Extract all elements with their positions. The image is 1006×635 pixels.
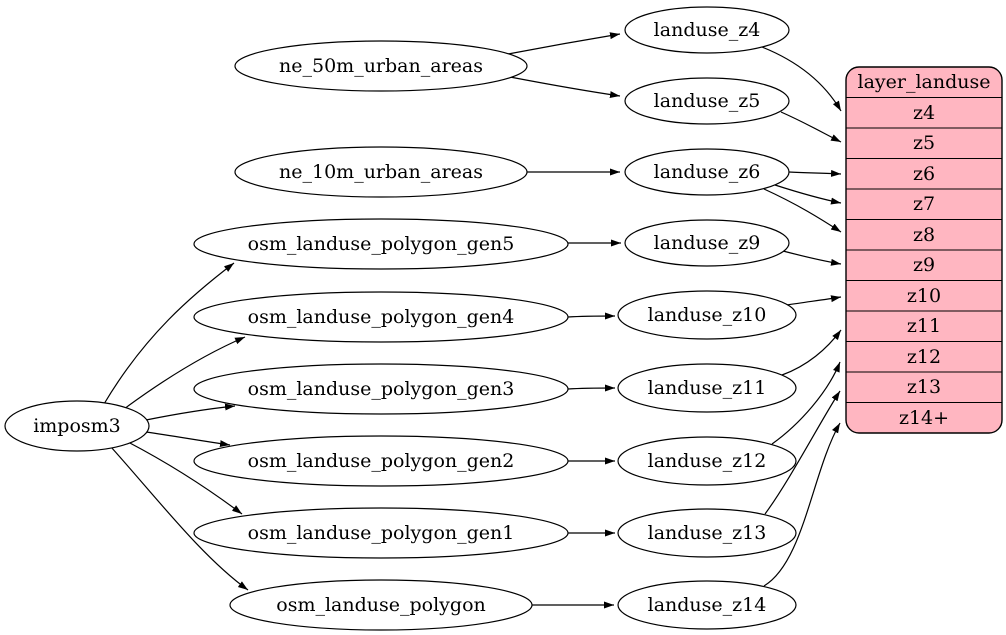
node-landuse_z12: landuse_z12	[617, 436, 797, 486]
node-landuse_z13-shape	[617, 508, 797, 558]
node-imposm3-shape	[4, 400, 150, 452]
table-row-z12: z12	[907, 346, 941, 368]
node-landuse_z11-shape	[617, 363, 797, 413]
layer_landuse-title: layer_landuse	[858, 71, 991, 93]
node-landuse_z9-shape	[624, 219, 790, 267]
node-landuse_z14: landuse_z14	[617, 580, 797, 630]
edge-landuse_z10-row_z10	[786, 295, 842, 306]
node-landuse_z10-label: landuse_z10	[648, 304, 767, 326]
edge-landuse_z4-row_z4	[761, 46, 842, 112]
node-osm_landuse_polygon_gen3: osm_landuse_polygon_gen3	[193, 363, 569, 415]
node-landuse_z4: landuse_z4	[624, 6, 790, 54]
edge-landuse_z9-row_z9	[782, 250, 842, 266]
table-row-z7: z7	[913, 193, 935, 215]
node-landuse_z5-shape	[624, 77, 790, 125]
table-row-z10: z10	[907, 285, 941, 307]
edges-layer	[103, 32, 842, 609]
node-ne_50m_urban_areas: ne_50m_urban_areas	[234, 40, 528, 92]
node-landuse_z14-shape	[617, 580, 797, 630]
node-osm_landuse_polygon_gen3-shape	[193, 363, 569, 415]
edge-imposm3-osm_landuse_polygon_gen5	[103, 262, 235, 405]
edge-imposm3-osm_landuse_polygon	[110, 446, 249, 591]
node-osm_landuse_polygon_gen1: osm_landuse_polygon_gen1	[193, 507, 569, 559]
table-row-z6: z6	[913, 163, 935, 185]
table-row-z11: z11	[907, 315, 941, 337]
node-landuse_z6-label: landuse_z6	[654, 161, 761, 183]
node-osm_landuse_polygon-label: osm_landuse_polygon	[276, 594, 486, 616]
edge-landuse_z12-row_z12	[771, 361, 841, 445]
node-landuse_z9: landuse_z9	[624, 219, 790, 267]
node-landuse_z13: landuse_z13	[617, 508, 797, 558]
node-osm_landuse_polygon_gen1-label: osm_landuse_polygon_gen1	[248, 522, 515, 544]
edge-ne_50m_urban_areas-landuse_z4	[507, 32, 621, 55]
table-row-z9: z9	[913, 254, 935, 276]
edge-osm_landuse_polygon_gen4-landuse_z10	[567, 312, 616, 320]
node-landuse_z10: landuse_z10	[617, 290, 797, 340]
node-landuse_z4-label: landuse_z4	[654, 19, 761, 41]
edge-imposm3-osm_landuse_polygon_gen3	[145, 403, 236, 421]
node-landuse_z4-shape	[624, 6, 790, 54]
edge-landuse_z14-row_z14plus	[763, 422, 841, 587]
node-ne_10m_urban_areas: ne_10m_urban_areas	[234, 146, 528, 198]
node-osm_landuse_polygon-shape	[229, 579, 533, 631]
edge-imposm3-osm_landuse_polygon_gen1	[127, 441, 243, 515]
node-landuse_z13-label: landuse_z13	[648, 522, 767, 544]
node-osm_landuse_polygon_gen5-label: osm_landuse_polygon_gen5	[248, 233, 515, 255]
node-landuse_z14-label: landuse_z14	[648, 594, 767, 616]
node-ne_50m_urban_areas-label: ne_50m_urban_areas	[279, 55, 483, 77]
edge-landuse_z6-row_z8	[763, 188, 842, 233]
node-ne_50m_urban_areas-shape	[234, 40, 528, 92]
edge-landuse_z11-row_z11	[781, 329, 842, 376]
edge-landuse_z6-row_z6	[788, 169, 842, 177]
edge-landuse_z6-row_z7	[774, 184, 842, 205]
edge-ne_50m_urban_areas-landuse_z5	[509, 76, 621, 99]
table-row-z5: z5	[913, 132, 935, 154]
node-osm_landuse_polygon_gen4-label: osm_landuse_polygon_gen4	[248, 306, 515, 328]
node-osm_landuse_polygon: osm_landuse_polygon	[229, 579, 533, 631]
node-osm_landuse_polygon_gen2-shape	[193, 435, 569, 487]
node-osm_landuse_polygon_gen4-shape	[193, 291, 569, 343]
node-layer_landuse-table: layer_landuse z4 z5 z6 z7 z8 z9 z10 z11 …	[845, 66, 1003, 434]
node-osm_landuse_polygon_gen1-shape	[193, 507, 569, 559]
edge-landuse_z13-row_z13	[764, 390, 841, 515]
node-osm_landuse_polygon_gen5-shape	[193, 218, 569, 270]
node-landuse_z11: landuse_z11	[617, 363, 797, 413]
node-landuse_z6-shape	[624, 148, 790, 196]
node-ne_10m_urban_areas-label: ne_10m_urban_areas	[279, 161, 483, 183]
node-landuse_z12-label: landuse_z12	[648, 450, 767, 472]
table-row-z8: z8	[913, 224, 935, 246]
node-osm_landuse_polygon_gen3-label: osm_landuse_polygon_gen3	[248, 378, 515, 400]
node-osm_landuse_polygon_gen2-label: osm_landuse_polygon_gen2	[248, 450, 515, 472]
node-landuse_z10-shape	[617, 290, 797, 340]
node-landuse_z9-label: landuse_z9	[654, 232, 761, 254]
node-landuse_z11-label: landuse_z11	[648, 377, 767, 399]
node-ne_10m_urban_areas-shape	[234, 146, 528, 198]
edge-imposm3-osm_landuse_polygon_gen4	[123, 336, 246, 410]
edge-landuse_z5-row_z5	[780, 111, 842, 143]
node-landuse_z6: landuse_z6	[624, 148, 790, 196]
node-imposm3-label: imposm3	[33, 415, 121, 437]
node-imposm3: imposm3	[4, 400, 150, 452]
node-osm_landuse_polygon_gen2: osm_landuse_polygon_gen2	[193, 435, 569, 487]
node-landuse_z5: landuse_z5	[624, 77, 790, 125]
edge-osm_landuse_polygon_gen3-landuse_z11	[567, 384, 616, 392]
edge-imposm3-osm_landuse_polygon_gen2	[145, 431, 231, 448]
node-landuse_z5-label: landuse_z5	[654, 90, 761, 112]
table-row-z4: z4	[913, 102, 935, 124]
table-row-z13: z13	[907, 376, 941, 398]
table-row-z14plus: z14+	[899, 407, 949, 429]
node-osm_landuse_polygon_gen4: osm_landuse_polygon_gen4	[193, 291, 569, 343]
node-osm_landuse_polygon_gen5: osm_landuse_polygon_gen5	[193, 218, 569, 270]
node-landuse_z12-shape	[617, 436, 797, 486]
